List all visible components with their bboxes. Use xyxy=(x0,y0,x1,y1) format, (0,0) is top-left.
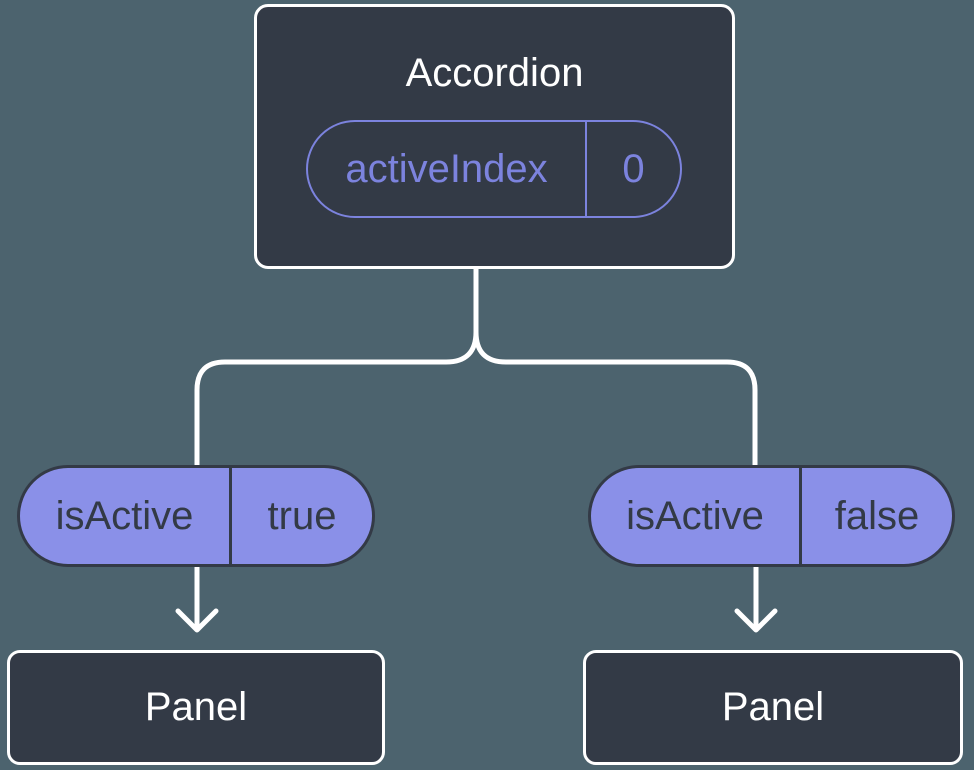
prop-name-label: isActive xyxy=(591,468,802,564)
prop-pill-isactive-true: isActive true xyxy=(17,465,375,567)
component-node-panel-left: Panel xyxy=(7,650,385,765)
node-title-panel-left: Panel xyxy=(144,685,248,729)
state-name-label: activeIndex xyxy=(308,122,587,216)
state-pill-activeindex: activeIndex 0 xyxy=(306,120,682,218)
connector-root-to-left-branch xyxy=(194,259,479,469)
prop-name-label: isActive xyxy=(20,468,232,564)
state-value-label: 0 xyxy=(622,146,645,191)
node-title-panel-right: Panel xyxy=(721,685,825,729)
node-title-accordion: Accordion xyxy=(405,51,584,95)
prop-value-label: true xyxy=(267,493,337,538)
component-node-panel-right: Panel xyxy=(583,650,963,765)
prop-value-label: false xyxy=(834,493,920,538)
prop-pill-isactive-false: isActive false xyxy=(588,465,955,567)
arrow-right-head xyxy=(734,608,778,633)
connector-root-to-right-branch xyxy=(473,259,758,469)
component-node-accordion: Accordion activeIndex 0 xyxy=(254,4,735,269)
arrow-left-head xyxy=(175,608,219,633)
